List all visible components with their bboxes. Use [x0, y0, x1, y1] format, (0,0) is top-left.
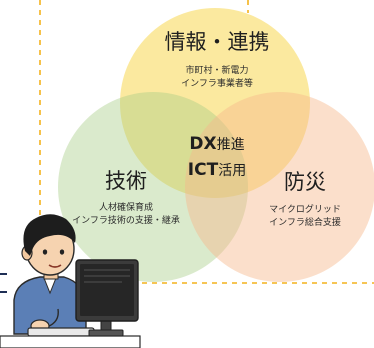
edge-mark [0, 291, 7, 293]
left-circle-line1: 人材確保育成 [99, 201, 153, 213]
office-worker-at-computer-icon [0, 214, 141, 348]
circle-disaster-prevention [185, 92, 374, 282]
circle-technology [58, 92, 248, 282]
center-line2: ICT活用 [188, 160, 246, 180]
edge-mark [0, 273, 7, 275]
circle-information [120, 8, 310, 198]
top-circle-title: 情報・連携 [165, 30, 270, 54]
left-circle-line2: インフラ技術の支援・継承 [72, 214, 180, 226]
right-circle-title: 防災 [284, 170, 326, 194]
center-line1: DX推進 [189, 134, 244, 154]
right-circle-line2: インフラ総合支援 [269, 216, 341, 228]
center-ict: ICT [188, 160, 219, 180]
right-circle-line1: マイクログリッド [269, 203, 341, 215]
top-circle-line2: インフラ事業者等 [181, 77, 253, 89]
top-circle-line1: 市町村・新電力 [185, 64, 248, 76]
center-promotion: 推進 [217, 137, 245, 153]
left-circle-title: 技術 [105, 169, 147, 193]
center-dx: DX [189, 134, 216, 154]
center-utilization: 活用 [218, 163, 246, 179]
